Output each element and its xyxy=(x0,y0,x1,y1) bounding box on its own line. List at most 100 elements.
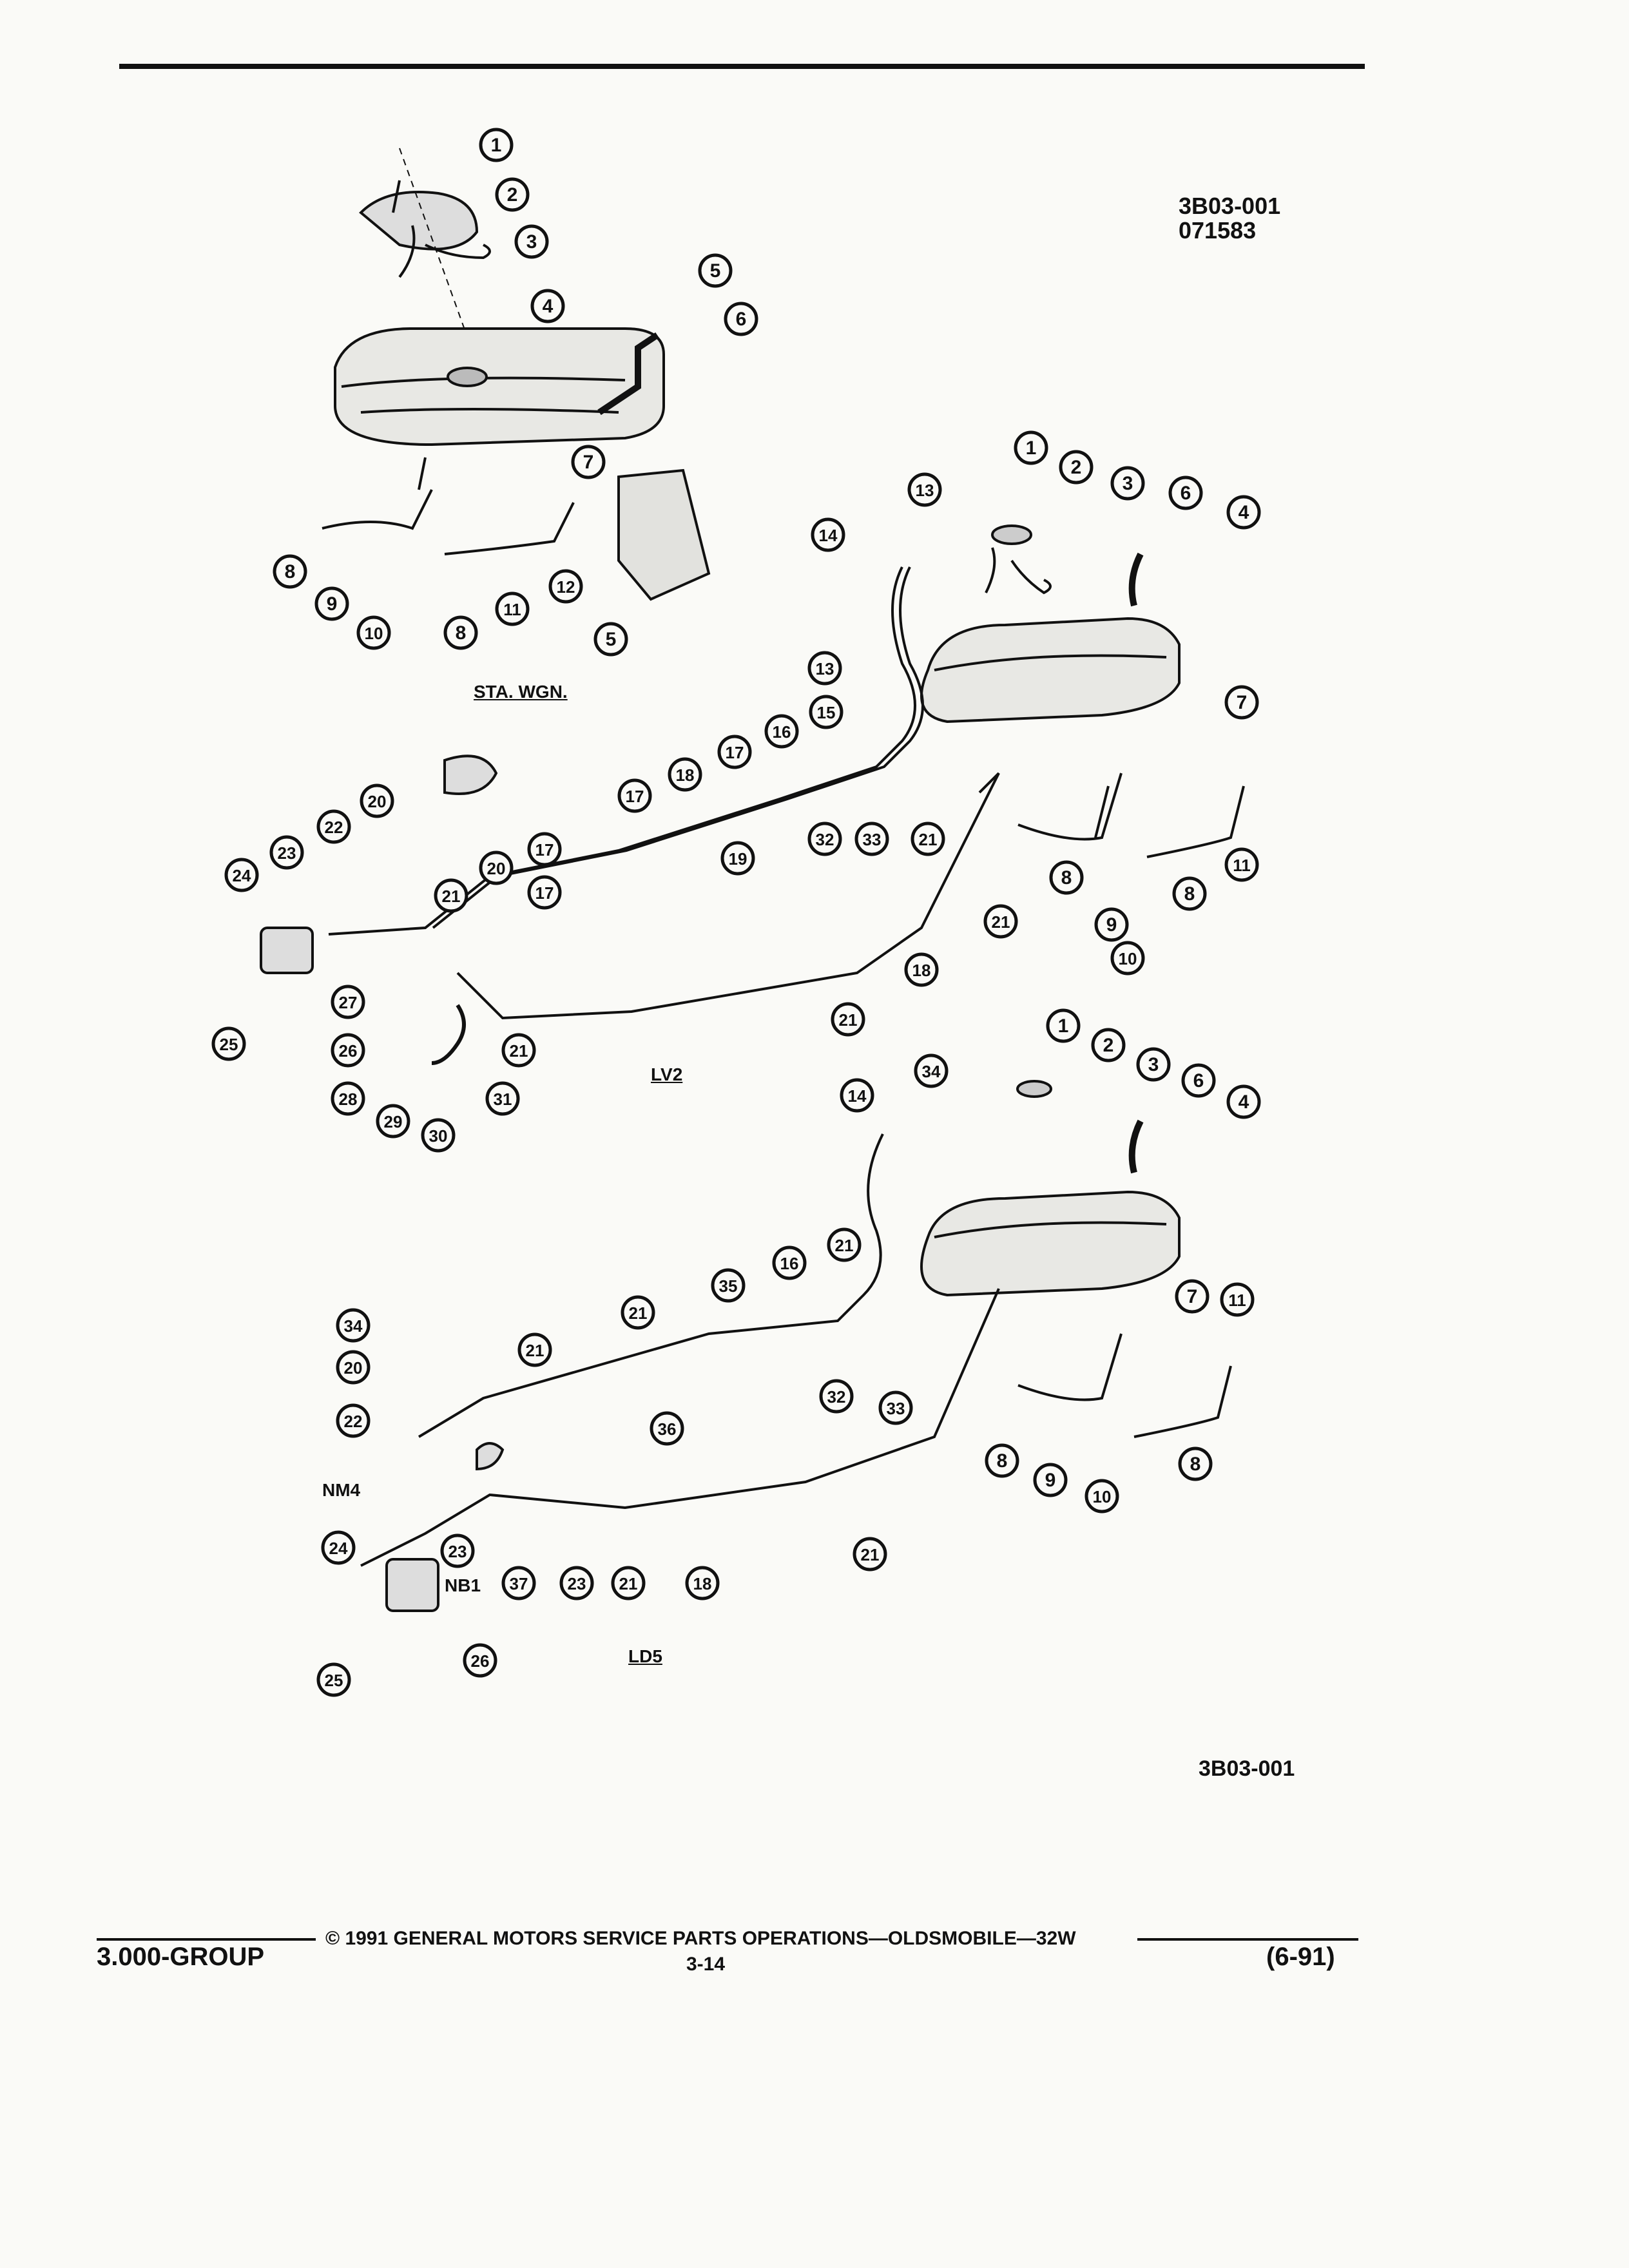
callout-5: 5 xyxy=(698,253,733,288)
callout-number: 11 xyxy=(1233,856,1251,875)
callout-20: 20 xyxy=(360,783,394,818)
callout-number: 18 xyxy=(676,765,695,785)
callout-number: 18 xyxy=(693,1574,712,1593)
callout-17: 17 xyxy=(617,778,652,813)
callout-number: 26 xyxy=(471,1651,490,1671)
callout-number: 6 xyxy=(1181,483,1191,504)
callout-number: 17 xyxy=(626,787,644,806)
footer-page: 3-14 xyxy=(686,1954,726,1975)
callout-21: 21 xyxy=(517,1332,552,1367)
callout-number: 5 xyxy=(710,260,721,282)
callout-number: 9 xyxy=(1106,914,1117,936)
callout-33: 33 xyxy=(878,1390,913,1425)
callout-7: 7 xyxy=(1224,685,1259,720)
callout-number: 21 xyxy=(839,1010,858,1030)
callout-16: 16 xyxy=(764,714,799,749)
callout-6: 6 xyxy=(1168,476,1203,510)
callout-number: 19 xyxy=(729,849,747,869)
callout-9: 9 xyxy=(1033,1463,1068,1497)
callout-number: 8 xyxy=(1061,867,1072,889)
callout-18: 18 xyxy=(668,757,702,792)
callout-number: 21 xyxy=(510,1041,528,1061)
callout-number: 17 xyxy=(535,883,554,903)
callout-8: 8 xyxy=(985,1443,1019,1478)
callout-8: 8 xyxy=(1178,1446,1213,1481)
section-label-ld5: LD5 xyxy=(628,1646,662,1666)
callout-number: 14 xyxy=(819,526,838,545)
callout-number: 23 xyxy=(448,1542,467,1561)
callout-21: 21 xyxy=(621,1295,655,1330)
callout-19: 19 xyxy=(720,841,755,876)
callout-32: 32 xyxy=(807,822,842,856)
callout-number: 8 xyxy=(456,622,467,644)
callout-number: 22 xyxy=(344,1412,363,1431)
callout-22: 22 xyxy=(336,1403,371,1438)
callout-7: 7 xyxy=(1175,1279,1210,1314)
callout-14: 14 xyxy=(811,517,845,552)
callout-number: 1 xyxy=(1026,437,1037,459)
callout-number: 4 xyxy=(543,296,554,317)
callout-number: 8 xyxy=(285,561,296,582)
callout-4: 4 xyxy=(1226,495,1261,530)
callout-number: 20 xyxy=(487,859,506,878)
callout-number: 21 xyxy=(861,1545,880,1564)
callout-13: 13 xyxy=(907,472,942,507)
callout-8: 8 xyxy=(1172,876,1207,911)
callout-17: 17 xyxy=(717,735,752,769)
callout-number: 24 xyxy=(329,1539,348,1558)
callout-4: 4 xyxy=(1226,1084,1261,1119)
callout-7: 7 xyxy=(571,445,606,479)
callout-number: 31 xyxy=(494,1090,512,1109)
callout-number: 6 xyxy=(736,309,747,330)
callout-21: 21 xyxy=(611,1566,646,1600)
callout-number: 21 xyxy=(835,1236,854,1255)
callout-number: 21 xyxy=(629,1303,648,1323)
callout-number: 15 xyxy=(817,703,836,722)
callout-number: 21 xyxy=(526,1341,545,1360)
callout-number: 9 xyxy=(327,593,338,615)
footer-group: 3.000-GROUP xyxy=(97,1943,265,1971)
callout-number: 7 xyxy=(1187,1286,1198,1307)
callout-8: 8 xyxy=(443,615,478,650)
callout-number: 25 xyxy=(220,1035,238,1054)
callout-number: 7 xyxy=(1237,692,1248,713)
callout-number: 35 xyxy=(719,1276,738,1296)
callout-11: 11 xyxy=(495,591,530,626)
callout-10: 10 xyxy=(1110,941,1145,975)
section-label-lv2: LV2 xyxy=(651,1064,683,1084)
tag-nm4: NM4 xyxy=(322,1480,361,1500)
lv2-assembly xyxy=(260,524,1245,1065)
callout-25: 25 xyxy=(316,1662,351,1697)
callout-number: 20 xyxy=(368,792,387,811)
callout-number: 4 xyxy=(1239,502,1249,523)
callout-number: 23 xyxy=(278,843,296,863)
footer-date: (6-91) xyxy=(1266,1943,1335,1971)
callout-17: 17 xyxy=(527,832,562,867)
callout-35: 35 xyxy=(711,1268,746,1303)
callout-number: 29 xyxy=(384,1112,403,1131)
callout-34: 34 xyxy=(914,1053,949,1088)
callout-21: 21 xyxy=(911,822,945,856)
callout-33: 33 xyxy=(854,822,889,856)
callout-21: 21 xyxy=(827,1227,862,1262)
header-code: 3B03-001 xyxy=(1179,193,1281,219)
callout-number: 10 xyxy=(365,624,383,643)
callout-15: 15 xyxy=(809,695,843,729)
callout-20: 20 xyxy=(479,850,514,885)
callout-number: 11 xyxy=(503,600,521,619)
callout-number: 6 xyxy=(1193,1070,1204,1091)
callout-23: 23 xyxy=(440,1533,475,1568)
callout-11: 11 xyxy=(1220,1282,1255,1317)
ld5-assembly xyxy=(360,1080,1232,1612)
callout-1: 1 xyxy=(1046,1008,1081,1043)
section-label-wagon: STA. WGN. xyxy=(474,682,568,702)
callout-number: 32 xyxy=(827,1387,846,1407)
callout-24: 24 xyxy=(224,858,259,892)
callout-number: 10 xyxy=(1093,1487,1112,1506)
callout-number: 21 xyxy=(442,887,461,906)
callout-23: 23 xyxy=(559,1566,594,1600)
callout-number: 12 xyxy=(557,577,575,597)
callout-number: 2 xyxy=(1071,457,1082,478)
callout-21: 21 xyxy=(501,1033,536,1068)
